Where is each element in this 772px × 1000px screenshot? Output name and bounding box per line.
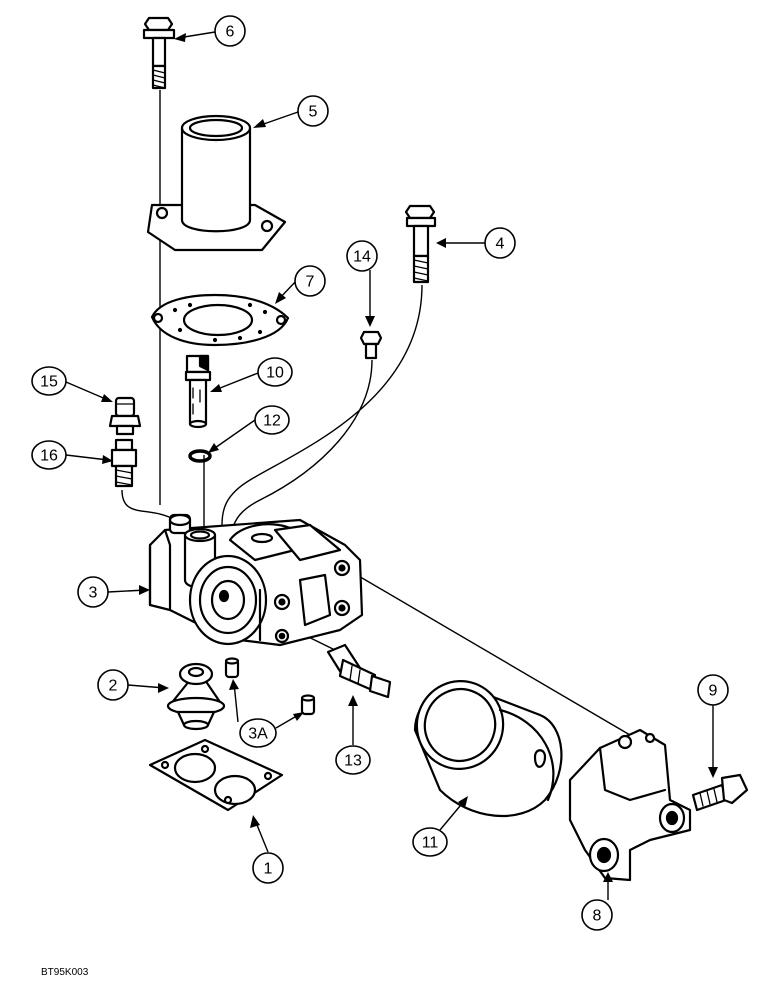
- callout-14: 14: [346, 240, 378, 272]
- callout-7: 6: [214, 15, 246, 47]
- callout-4: 4: [484, 227, 516, 259]
- callout-11-label: 11: [422, 835, 439, 852]
- part-12-o-ring: [188, 449, 212, 463]
- part-13-fitting: [326, 643, 392, 699]
- callout-16-label: 16: [40, 448, 58, 465]
- callout-2-label: 2: [109, 678, 118, 695]
- callout-8-label: 8: [593, 908, 602, 925]
- drawing-reference-code: BT95K003: [41, 967, 89, 978]
- callout-14-label: 14: [353, 249, 371, 266]
- callout-1: 1: [252, 852, 284, 884]
- part-7-bolt: [142, 16, 176, 90]
- callout-15-label: 15: [40, 374, 58, 391]
- part-15-fitting: [108, 396, 142, 436]
- part-2-thermostat: [166, 662, 226, 731]
- callout-11: 11: [412, 827, 448, 857]
- part-8-bracket: [568, 728, 692, 882]
- callout-leaders: [65, 31, 718, 900]
- callout-10-label: 10: [266, 365, 284, 382]
- callout-12-label: 12: [263, 413, 281, 430]
- callout-1-label: 1: [264, 861, 273, 878]
- callout-2: 2: [97, 669, 129, 701]
- callout-13: 13: [335, 745, 371, 775]
- callout-8: 8: [581, 899, 613, 931]
- part-6-gasket: [150, 293, 290, 347]
- callout-12: 12: [254, 405, 290, 435]
- part-11-filter: [413, 680, 563, 818]
- callout-15: 15: [31, 366, 67, 396]
- callout-3a-label: 3A: [248, 726, 268, 743]
- callout-3-label: 3: [89, 585, 98, 602]
- part-10-sender: [184, 354, 212, 429]
- part-3a-dowel-pins: [224, 657, 316, 716]
- part-3-housing: [148, 513, 364, 647]
- part-1-gasket: [148, 738, 284, 812]
- callout-6-label: 7: [306, 274, 315, 291]
- callout-9-label: 9: [709, 683, 718, 700]
- callout-13-label: 13: [344, 753, 362, 770]
- callout-6: 7: [294, 265, 326, 297]
- callout-3: 3: [77, 576, 109, 608]
- callout-16: 16: [31, 440, 67, 470]
- callout-5-label: 5: [309, 104, 318, 121]
- part-5-outlet-housing: [146, 114, 287, 252]
- part-14-screw: [359, 330, 383, 360]
- part-4-bolt: [404, 204, 437, 284]
- callout-3a: 3A: [239, 718, 277, 748]
- callout-10: 10: [257, 357, 293, 387]
- part-16-temp-switch: [110, 438, 138, 488]
- callout-7-label: 6: [226, 24, 235, 41]
- callout-5: 5: [297, 95, 329, 127]
- callout-4-label: 4: [496, 236, 505, 253]
- part-9-screw: [691, 773, 749, 812]
- callout-9: 9: [697, 674, 729, 706]
